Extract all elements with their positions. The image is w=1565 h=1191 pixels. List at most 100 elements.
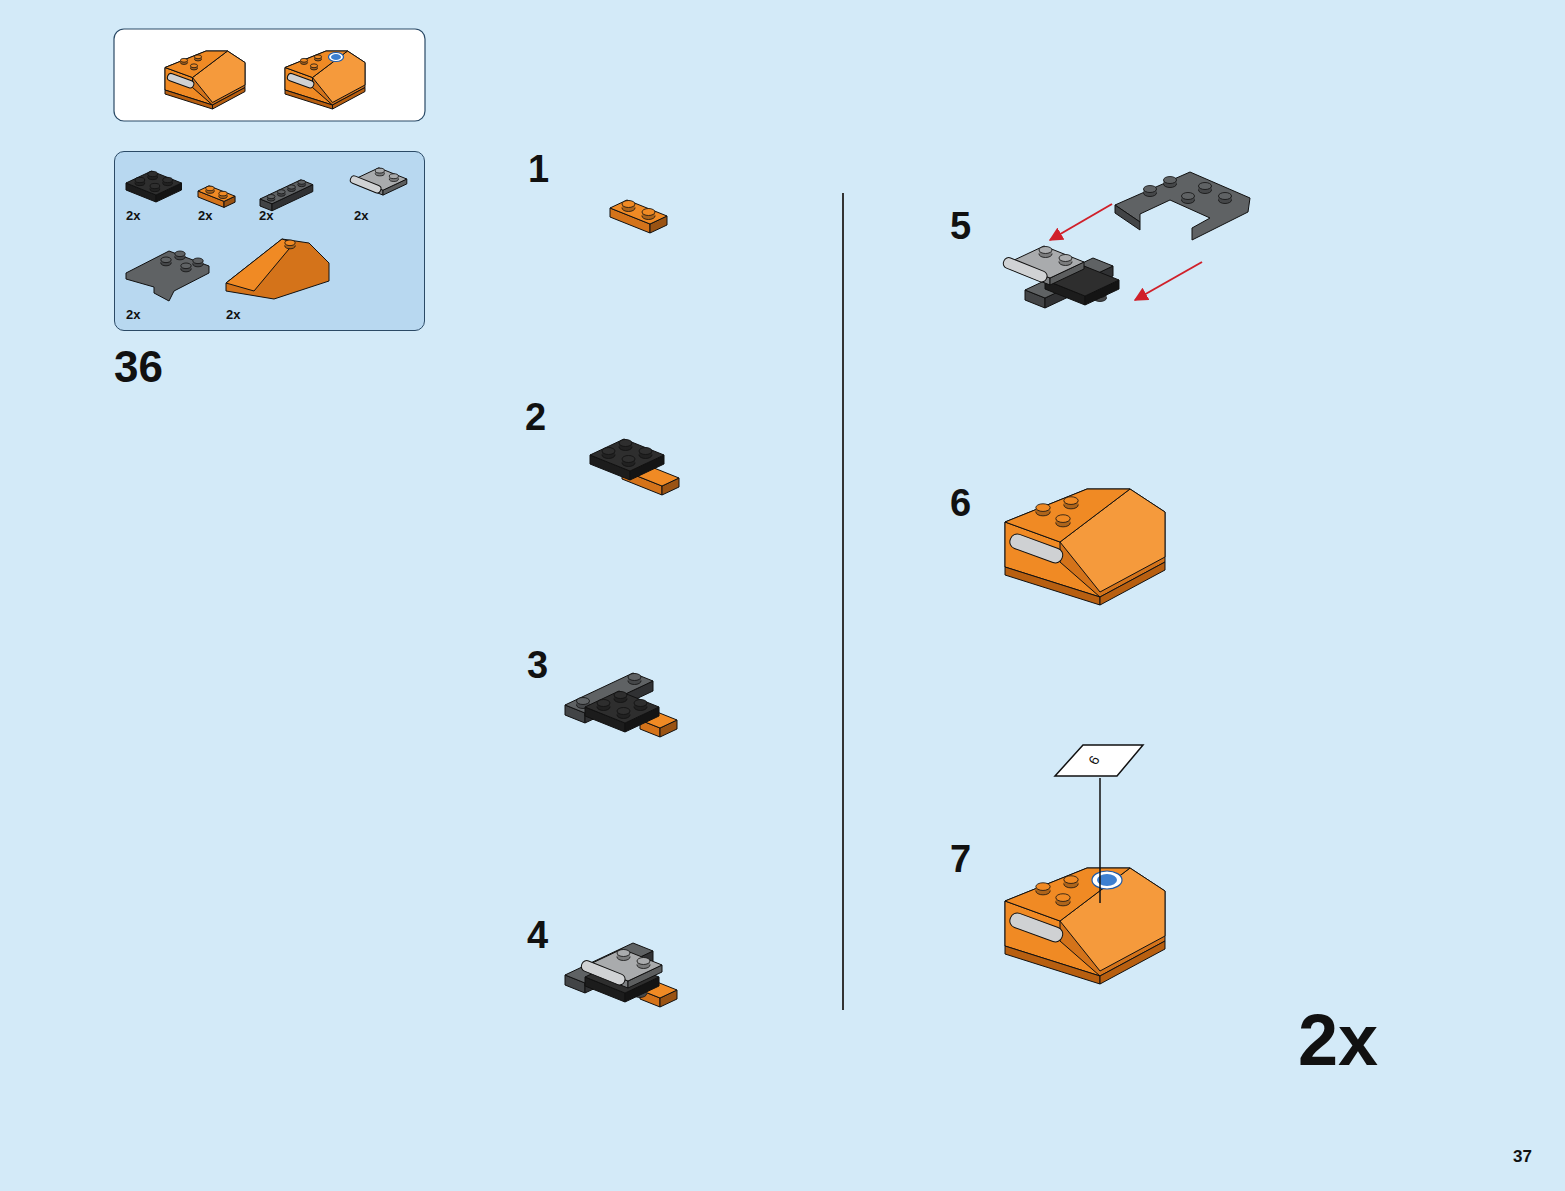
stud <box>617 708 630 715</box>
brick-face <box>565 673 653 713</box>
stud <box>577 698 590 705</box>
submodel-box <box>114 29 425 121</box>
brick-face <box>585 691 659 723</box>
stud <box>637 958 650 965</box>
sticker <box>331 54 341 60</box>
assembly-arrow <box>1135 262 1202 300</box>
brick-face <box>1115 205 1140 230</box>
stud <box>180 58 187 62</box>
callout-number: 6 <box>950 484 971 522</box>
part-count: 2x <box>126 308 140 321</box>
stud <box>300 58 307 62</box>
stud <box>1219 193 1232 200</box>
callout-number: 1 <box>528 150 549 188</box>
clip-bar <box>349 175 382 194</box>
stud <box>614 692 627 699</box>
brick-face <box>1100 941 1165 984</box>
stud <box>190 64 197 68</box>
brick-face <box>1005 946 1100 984</box>
step-number: 36 <box>114 345 163 389</box>
stud <box>602 448 615 455</box>
part-count: 2x <box>354 209 368 222</box>
stud <box>219 191 227 196</box>
stud <box>1056 515 1070 523</box>
stud <box>1036 883 1050 891</box>
stud <box>1144 186 1157 193</box>
stud <box>277 190 285 194</box>
clip-bar <box>286 73 314 89</box>
sticker <box>1092 871 1122 889</box>
brick-face <box>226 239 329 299</box>
clip-bar <box>166 73 194 89</box>
brick-face <box>1005 489 1130 542</box>
stud <box>288 185 296 189</box>
stud <box>639 448 652 455</box>
quantity-label: 2x <box>1298 1004 1378 1076</box>
stud <box>267 195 275 199</box>
brick-face <box>333 88 366 110</box>
callout-number: 7 <box>950 840 971 878</box>
stud <box>1064 876 1078 884</box>
stud <box>206 186 214 191</box>
brick-face <box>126 251 209 301</box>
stud <box>1059 255 1072 262</box>
stud <box>628 674 641 681</box>
part-count: 2x <box>198 209 212 222</box>
brick-face <box>285 90 333 109</box>
brick-face <box>165 90 213 109</box>
lego-parts <box>126 168 407 301</box>
stud <box>1039 247 1052 254</box>
part-count: 2x <box>126 209 140 222</box>
part-count: 2x <box>226 308 240 321</box>
part-count: 2x <box>259 209 273 222</box>
stud <box>194 55 201 59</box>
stud <box>389 174 398 179</box>
clip-bar <box>1002 256 1049 283</box>
brick-face <box>198 186 235 202</box>
callout-number: 4 <box>527 916 548 954</box>
callout-number: 3 <box>527 646 548 684</box>
divider-line <box>842 193 844 1010</box>
stud <box>181 263 191 269</box>
stud <box>135 177 145 182</box>
sticker-sheet <box>1055 745 1143 776</box>
callout-number: 5 <box>950 207 971 245</box>
stud <box>1056 894 1070 902</box>
brick-face <box>590 439 664 471</box>
sticker-leader <box>1099 778 1101 903</box>
brick-face <box>1005 567 1100 605</box>
stud <box>622 201 635 208</box>
parts-list-panel: 2x 2x 2x 2x 2x 2x <box>114 151 425 331</box>
brick-face <box>126 171 182 195</box>
brick-face <box>1005 868 1130 921</box>
brick-face <box>1100 562 1165 605</box>
clip-bar <box>580 959 627 986</box>
brick-face <box>285 51 348 78</box>
stud <box>597 700 610 707</box>
assembly-arrow <box>1050 204 1112 240</box>
stud <box>642 209 655 216</box>
brick-face <box>610 200 667 224</box>
brick-face <box>260 180 313 204</box>
stud <box>619 440 632 447</box>
page-number: 37 <box>1513 1148 1532 1165</box>
stud <box>375 168 384 173</box>
stud <box>1064 497 1078 505</box>
brick-face <box>165 51 228 78</box>
clip-bar <box>1008 911 1065 944</box>
stud <box>163 177 173 182</box>
stud <box>193 258 203 264</box>
parts-pictures <box>114 151 425 331</box>
stud <box>1182 193 1195 200</box>
stud <box>617 950 630 957</box>
stud <box>634 700 647 707</box>
sticker <box>329 53 344 62</box>
clip-bar <box>1008 532 1065 565</box>
stud <box>314 55 321 59</box>
brick-face <box>1115 172 1250 240</box>
stud <box>1199 183 1212 190</box>
stud <box>161 257 171 263</box>
callout-number: 2 <box>525 398 546 436</box>
brick-face <box>213 88 246 110</box>
stud <box>298 180 306 184</box>
